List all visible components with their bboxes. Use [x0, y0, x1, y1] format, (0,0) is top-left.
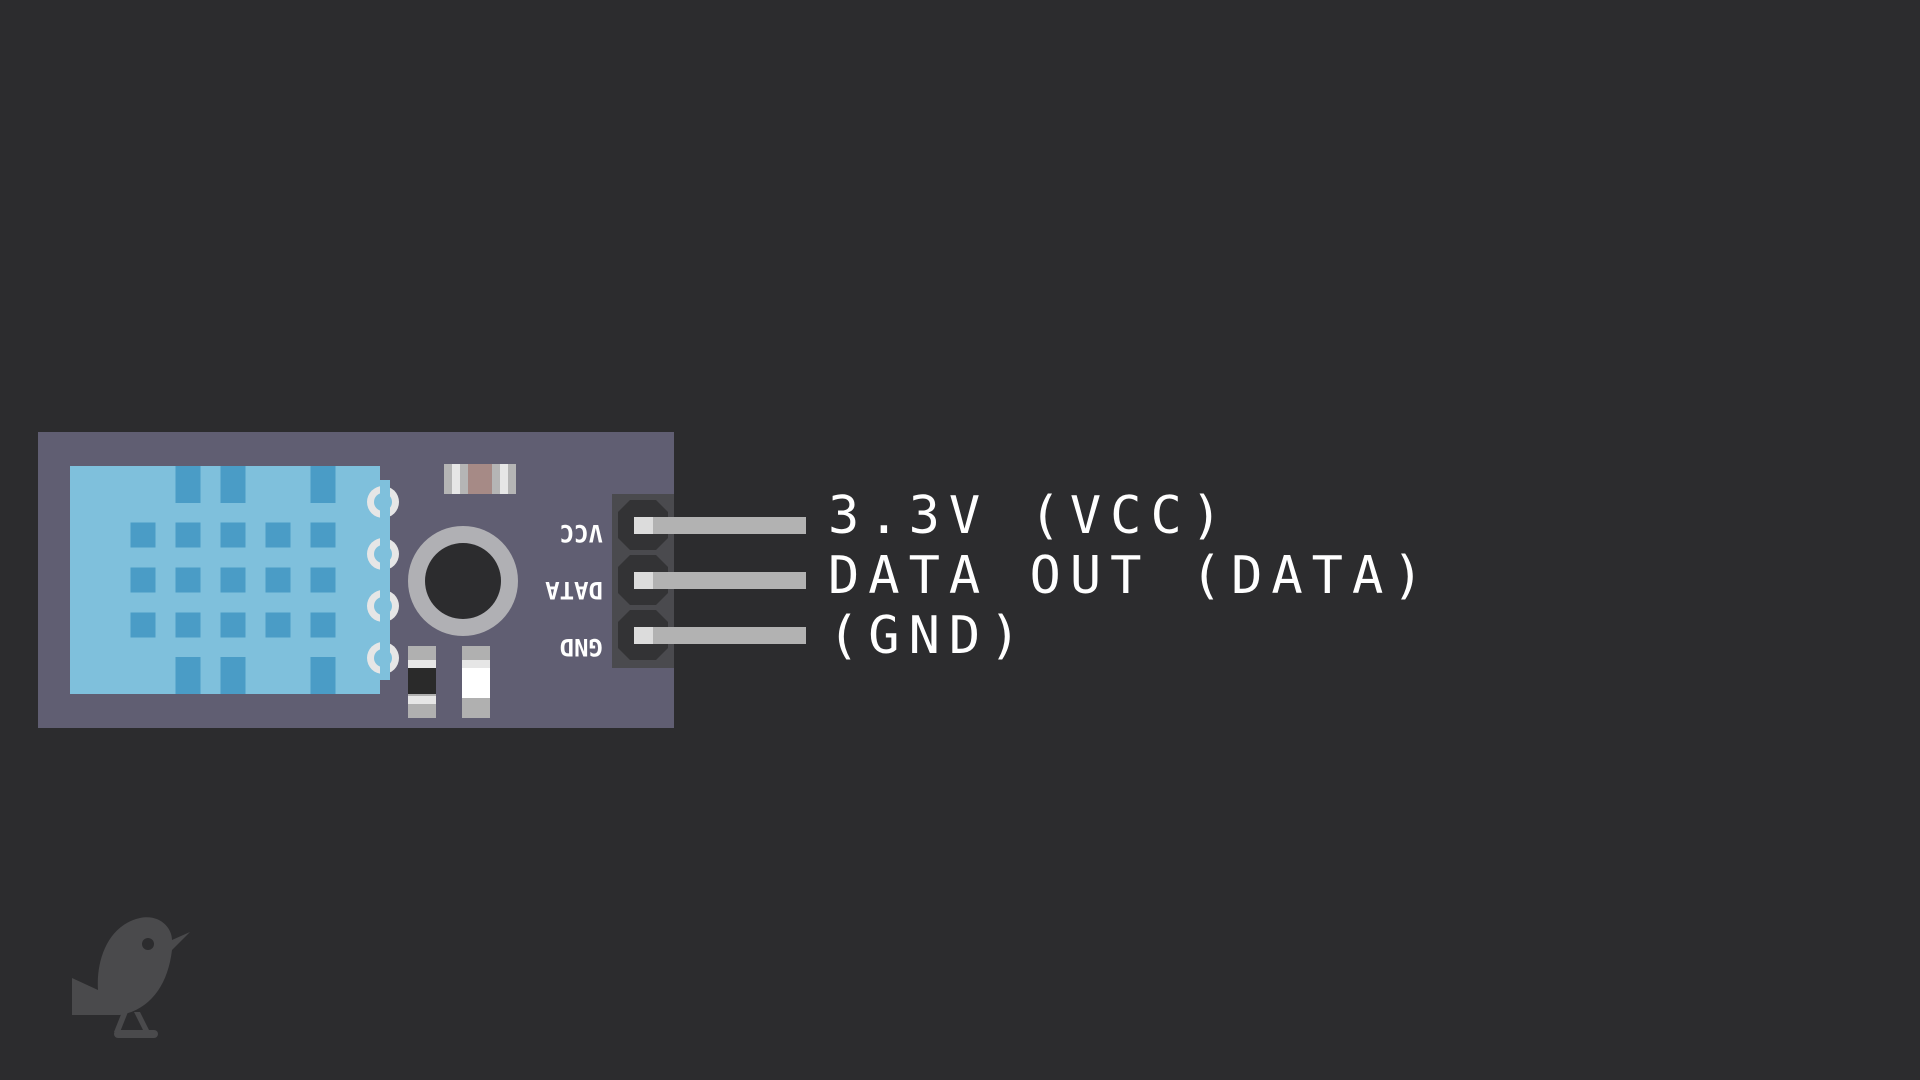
pin-label-gnd: GND — [560, 633, 603, 661]
smd-capacitor — [408, 646, 436, 718]
mounting-hole — [408, 526, 518, 636]
vent-hole — [310, 522, 336, 548]
pin-callouts: 3.3V (VCC) DATA OUT (DATA) (GND) — [828, 486, 1433, 666]
callout-gnd: (GND) — [828, 606, 1030, 666]
lead-vcc — [634, 517, 806, 534]
vent-hole — [265, 522, 291, 548]
lead-data — [634, 572, 806, 589]
callout-vcc: 3.3V (VCC) — [828, 486, 1231, 546]
sensor-module: VCC DATA GND — [38, 432, 674, 728]
vent-hole — [220, 522, 246, 548]
vent-hole — [175, 522, 201, 548]
vent-hole — [175, 612, 201, 638]
vent-hole — [220, 567, 246, 593]
lead-gnd — [634, 627, 806, 644]
vent-slot — [310, 466, 336, 503]
vent-hole — [130, 567, 156, 593]
vent-hole — [220, 612, 246, 638]
vent-slot — [175, 466, 201, 503]
vent-slot — [220, 466, 246, 503]
pin-leads — [634, 517, 806, 644]
callout-data: DATA OUT (DATA) — [828, 546, 1433, 606]
vent-slot — [175, 657, 201, 694]
vent-slot — [220, 657, 246, 694]
vent-hole — [175, 567, 201, 593]
sensor-vent-grid — [130, 466, 336, 694]
vent-hole — [265, 612, 291, 638]
smd-led — [462, 646, 490, 718]
pin-label-vcc: VCC — [560, 519, 603, 547]
vent-hole — [265, 567, 291, 593]
resistor-component — [444, 464, 516, 494]
side-solder-holes — [367, 480, 399, 680]
bird-logo-icon — [72, 917, 190, 1038]
vent-hole — [130, 522, 156, 548]
vent-hole — [130, 612, 156, 638]
vent-slot — [310, 657, 336, 694]
vent-hole — [310, 612, 336, 638]
vent-hole — [310, 567, 336, 593]
pin-label-data: DATA — [545, 576, 603, 604]
